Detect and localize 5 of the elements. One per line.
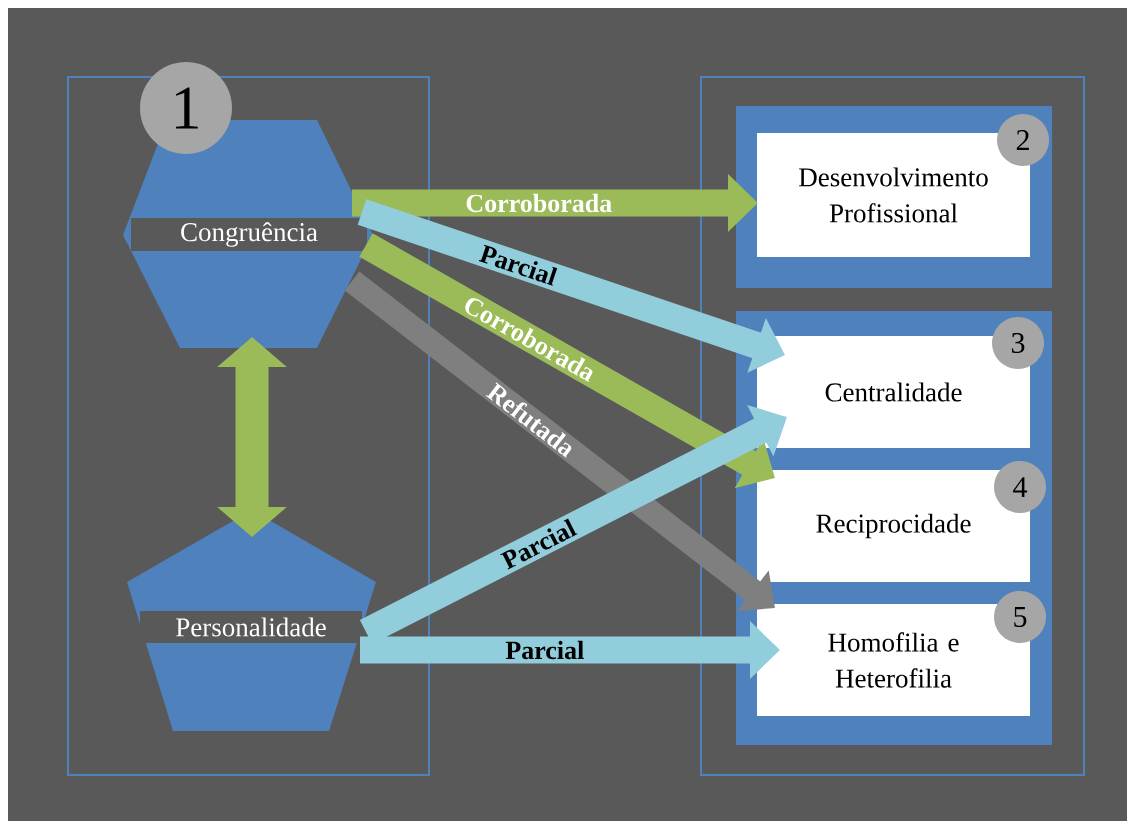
edge-label: Parcial bbox=[477, 242, 560, 287]
frame-box bbox=[700, 76, 1085, 776]
edge-label: Corroborada bbox=[464, 193, 613, 213]
edge-label: Parcial bbox=[504, 640, 585, 660]
frame-box bbox=[67, 76, 430, 776]
